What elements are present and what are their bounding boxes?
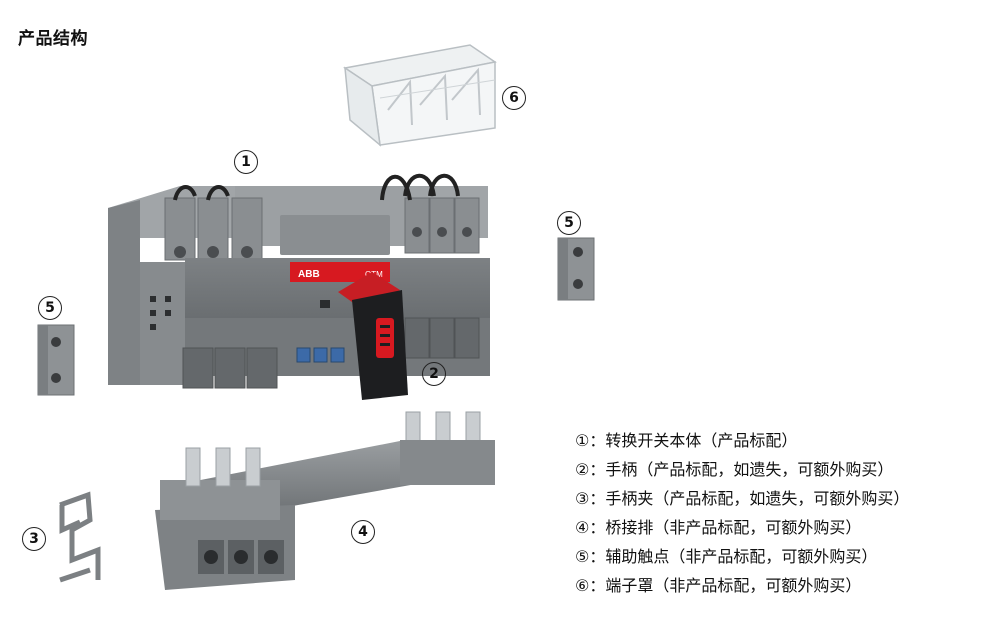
legend: ①：转换开关本体（产品标配） ②：手柄（产品标配，如遗失，可额外购买） ③：手柄… xyxy=(575,426,909,600)
page-title: 产品结构 xyxy=(18,29,88,49)
legend-item: ⑥：端子罩（非产品标配，可额外购买） xyxy=(575,576,862,595)
callout-3: 3 xyxy=(22,527,46,551)
handle xyxy=(338,272,408,400)
callout-2: 2 xyxy=(422,362,446,386)
legend-item: ⑤：辅助触点（非产品标配，可额外购买） xyxy=(575,547,878,566)
switch-body: ABB OTM xyxy=(108,173,490,389)
terminal-cover xyxy=(343,44,497,147)
brand-label: ABB xyxy=(298,269,320,280)
auxiliary-contact-right xyxy=(557,237,595,301)
callout-6: 6 xyxy=(502,86,526,110)
legend-item: ③：手柄夹（产品标配，如遗失，可额外购买） xyxy=(575,489,910,508)
callout-5-left: 5 xyxy=(38,296,62,320)
callout-4: 4 xyxy=(351,520,375,544)
auxiliary-contact-left xyxy=(37,324,75,396)
callout-5-right: 5 xyxy=(557,211,581,235)
callout-1: 1 xyxy=(234,150,258,174)
legend-item: ④：桥接排（非产品标配，可额外购买） xyxy=(575,518,862,537)
legend-item: ①：转换开关本体（产品标配） xyxy=(575,431,798,450)
handle-clip xyxy=(59,491,101,583)
bridging-bar xyxy=(155,411,495,590)
legend-item: ②：手柄（产品标配，如遗失，可额外购买） xyxy=(575,460,894,479)
